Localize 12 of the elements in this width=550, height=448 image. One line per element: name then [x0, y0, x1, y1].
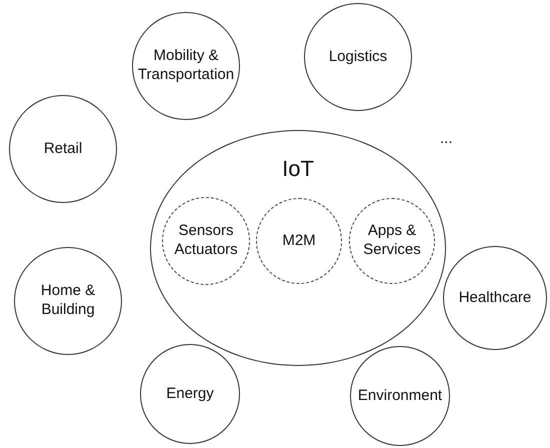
circle-label: Apps & Services — [362, 222, 422, 260]
circle-label: Home & Building — [40, 282, 96, 320]
circle-label: Environment — [358, 386, 442, 406]
circle-label: M2M — [282, 232, 316, 250]
circle-label: Sensors Actuators — [173, 222, 239, 260]
ellipsis-note: ... — [440, 130, 453, 147]
circle-label: Healthcare — [458, 288, 532, 308]
circle-label: Retail — [44, 140, 82, 158]
circle-label: Energy — [166, 384, 214, 404]
circle-label: Logistics — [328, 48, 388, 66]
circle-label: Mobility & Transportation — [138, 47, 234, 85]
diagram-heading: IoT — [282, 155, 314, 182]
